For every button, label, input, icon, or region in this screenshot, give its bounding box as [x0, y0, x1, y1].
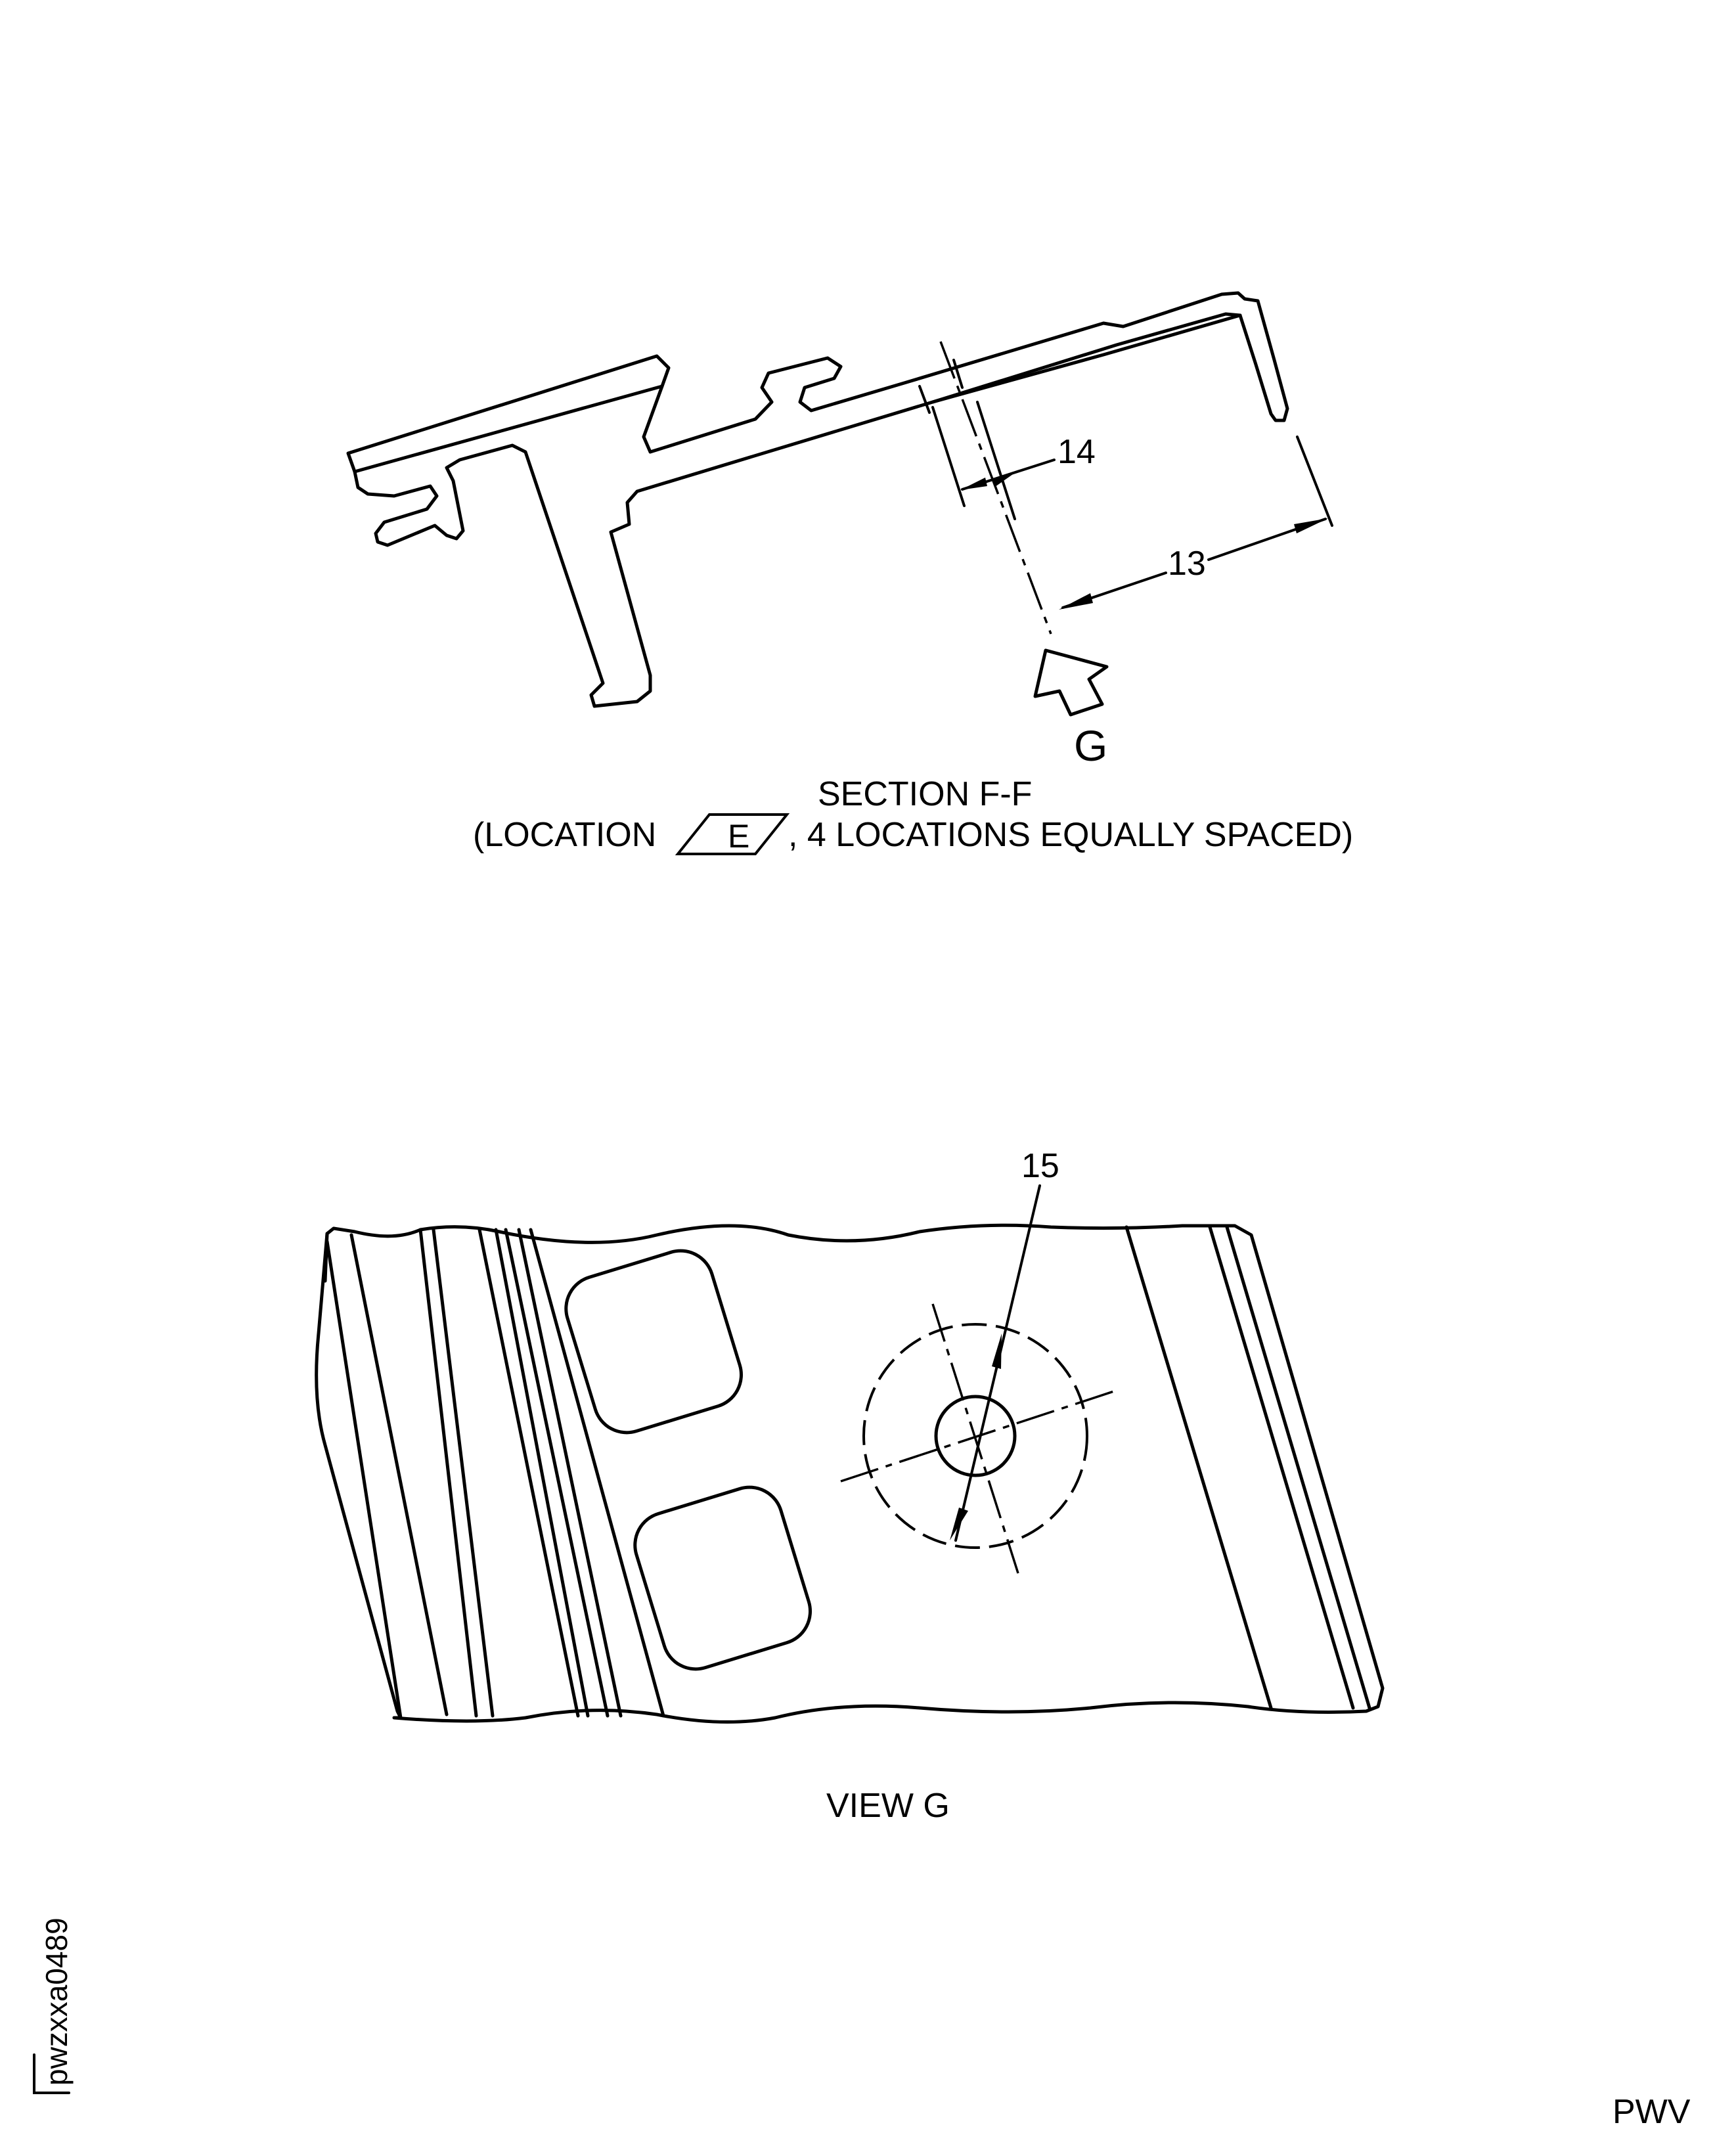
- dim-15-label: 15: [1021, 1147, 1059, 1185]
- rail-right-3: [1225, 1225, 1371, 1710]
- dimension-13: 13: [1059, 436, 1333, 610]
- dim-13-label: 13: [1168, 545, 1206, 583]
- location-prefix: (LOCATION: [473, 816, 656, 854]
- hole-circle: [934, 1395, 1017, 1477]
- rail-4: [478, 1228, 590, 1718]
- view-title: VIEW G: [826, 1787, 950, 1825]
- rail-2: [349, 1233, 449, 1716]
- corner-code: PWV: [1613, 2093, 1691, 2131]
- view-g-arrow-icon: G: [1033, 648, 1109, 770]
- figure-id: pwzxxa0489: [33, 1917, 74, 2094]
- figure-id-label: pwzxxa0489: [39, 1917, 74, 2086]
- section-title: SECTION F-F: [818, 775, 1032, 813]
- section-f-f: 14 13 G SECTION F-F (LOCATION E , 4 LOCA…: [346, 291, 1353, 855]
- location-flag-letter: E: [728, 818, 749, 855]
- section-flange-edge: [353, 384, 664, 474]
- section-profile: [346, 291, 1289, 708]
- rail-6: [529, 1228, 665, 1718]
- countersink-dashed-circle: [862, 1323, 1088, 1549]
- rail-3: [418, 1228, 495, 1718]
- dim-14-label: 14: [1057, 433, 1096, 471]
- hole-centerline: [939, 341, 1052, 635]
- location-flag-box: [675, 813, 790, 855]
- rail-1: [325, 1240, 403, 1720]
- view-plate-outline: [315, 1223, 1385, 1724]
- view-g: 15 VIEW G: [315, 1147, 1385, 1825]
- rail-right-1: [1124, 1225, 1273, 1710]
- dimension-15: 15: [950, 1147, 1059, 1542]
- hole-centerline-v: [931, 1303, 1019, 1574]
- slot-lower: [633, 1485, 812, 1671]
- view-arrow-label: G: [1074, 721, 1107, 770]
- plate-left-bevel: [323, 1232, 329, 1283]
- hole-edge-left: [918, 359, 1016, 520]
- dimension-14: 14: [960, 433, 1096, 491]
- rail-right-2: [1208, 1225, 1355, 1710]
- location-suffix: , 4 LOCATIONS EQUALLY SPACED): [788, 816, 1353, 854]
- slot-upper: [564, 1249, 744, 1435]
- section-web-edge: [931, 313, 1242, 404]
- rail-5: [504, 1228, 623, 1718]
